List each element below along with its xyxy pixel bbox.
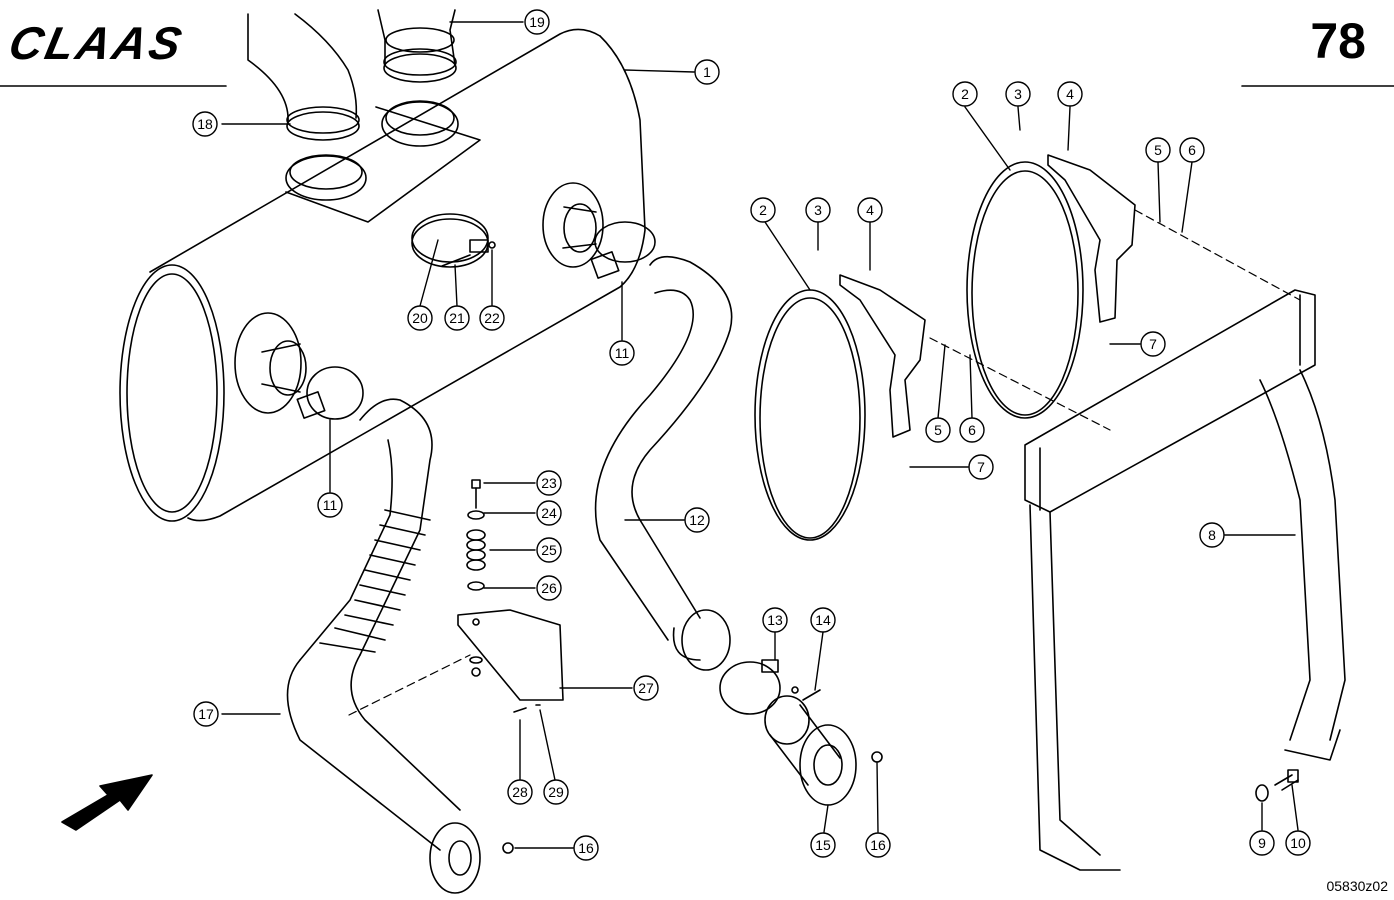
- callout-15: 15: [810, 832, 836, 858]
- bracket-4-right: [1047, 154, 1136, 323]
- svg-text:9: 9: [1258, 835, 1266, 851]
- callout-10: 10: [1285, 830, 1311, 856]
- callout-6: 6: [1179, 137, 1205, 163]
- svg-text:1: 1: [703, 64, 711, 80]
- svg-text:21: 21: [449, 310, 465, 326]
- svg-text:7: 7: [1149, 336, 1157, 352]
- svg-text:2: 2: [759, 202, 767, 218]
- clamp-11-lower: [296, 366, 364, 420]
- elbow-pipe-18: [247, 13, 360, 141]
- elbow-pipe-19: [377, 9, 457, 83]
- svg-text:12: 12: [689, 512, 705, 528]
- flex-pipe-17: [286, 398, 514, 894]
- callout-3: 3: [1005, 81, 1031, 107]
- direction-arrow: [61, 774, 153, 831]
- callout-20: 20: [407, 305, 433, 331]
- callout-27: 27: [633, 675, 659, 701]
- svg-text:8: 8: [1208, 527, 1216, 543]
- svg-text:10: 10: [1290, 835, 1306, 851]
- bolt-10: [1255, 769, 1299, 802]
- callout-17: 17: [193, 701, 219, 727]
- clamp-13: [719, 659, 821, 715]
- callout-5: 5: [925, 417, 951, 443]
- svg-text:24: 24: [541, 505, 557, 521]
- drawing-code: 05830z02: [1326, 878, 1388, 894]
- callout-14: 14: [810, 607, 836, 633]
- callout-5: 5: [1145, 137, 1171, 163]
- strap-2-left: [754, 289, 866, 541]
- svg-text:20: 20: [412, 310, 428, 326]
- svg-text:3: 3: [814, 202, 822, 218]
- svg-text:11: 11: [323, 497, 338, 513]
- pipe-12: [594, 255, 733, 671]
- flange-pipe-15: [764, 695, 883, 806]
- svg-text:29: 29: [548, 784, 564, 800]
- callout-28: 28: [507, 779, 533, 805]
- callout-9: 9: [1249, 830, 1275, 856]
- svg-text:3: 3: [1014, 86, 1022, 102]
- muffler: [119, 28, 646, 522]
- callout-26: 26: [536, 575, 562, 601]
- svg-text:4: 4: [866, 202, 874, 218]
- page-number: 78: [1310, 13, 1366, 69]
- callout-22: 22: [479, 305, 505, 331]
- svg-text:15: 15: [815, 837, 831, 853]
- svg-text:4: 4: [1066, 86, 1074, 102]
- svg-text:5: 5: [1154, 142, 1162, 158]
- callout-19: 19: [524, 9, 550, 35]
- svg-text:22: 22: [484, 310, 500, 326]
- bracket-27: [457, 479, 564, 713]
- svg-text:6: 6: [968, 422, 976, 438]
- callout-7: 7: [968, 454, 994, 480]
- callout-16: 16: [573, 835, 599, 861]
- clamp-20: [411, 213, 496, 268]
- callout-7: 7: [1140, 331, 1166, 357]
- callout-3: 3: [805, 197, 831, 223]
- svg-text:25: 25: [541, 542, 557, 558]
- svg-text:6: 6: [1188, 142, 1196, 158]
- callout-13: 13: [762, 607, 788, 633]
- svg-text:16: 16: [578, 840, 594, 856]
- callout-29: 29: [543, 779, 569, 805]
- callout-2: 2: [952, 81, 978, 107]
- svg-text:17: 17: [198, 706, 214, 722]
- svg-text:28: 28: [512, 784, 528, 800]
- svg-text:7: 7: [977, 459, 985, 475]
- callout-18: 18: [192, 111, 218, 137]
- svg-text:13: 13: [767, 612, 783, 628]
- callout-23: 23: [536, 470, 562, 496]
- svg-text:16: 16: [870, 837, 886, 853]
- callout-25: 25: [536, 537, 562, 563]
- frame-8: [1024, 289, 1346, 871]
- callout-11: 11: [317, 492, 343, 518]
- svg-text:5: 5: [934, 422, 942, 438]
- strap-2-right: [966, 161, 1084, 419]
- callout-1: 1: [694, 59, 720, 85]
- clamp-11-upper: [590, 221, 656, 279]
- callout-6: 6: [959, 417, 985, 443]
- callout-24: 24: [536, 500, 562, 526]
- svg-text:2: 2: [961, 86, 969, 102]
- svg-text:26: 26: [541, 580, 557, 596]
- svg-text:14: 14: [815, 612, 831, 628]
- svg-text:11: 11: [615, 345, 630, 361]
- svg-text:19: 19: [529, 14, 545, 30]
- callout-2: 2: [750, 197, 776, 223]
- callout-11: 11: [609, 340, 635, 366]
- svg-text:23: 23: [541, 475, 557, 491]
- svg-text:18: 18: [197, 116, 213, 132]
- callout-4: 4: [1057, 81, 1083, 107]
- alignment-lines: [348, 209, 1301, 716]
- leader-lines: [221, 21, 1299, 849]
- callout-4: 4: [857, 197, 883, 223]
- callout-16: 16: [865, 832, 891, 858]
- callout-21: 21: [444, 305, 470, 331]
- svg-text:27: 27: [638, 680, 654, 696]
- callout-12: 12: [684, 507, 710, 533]
- bracket-4-left: [839, 274, 926, 438]
- callout-8: 8: [1199, 522, 1225, 548]
